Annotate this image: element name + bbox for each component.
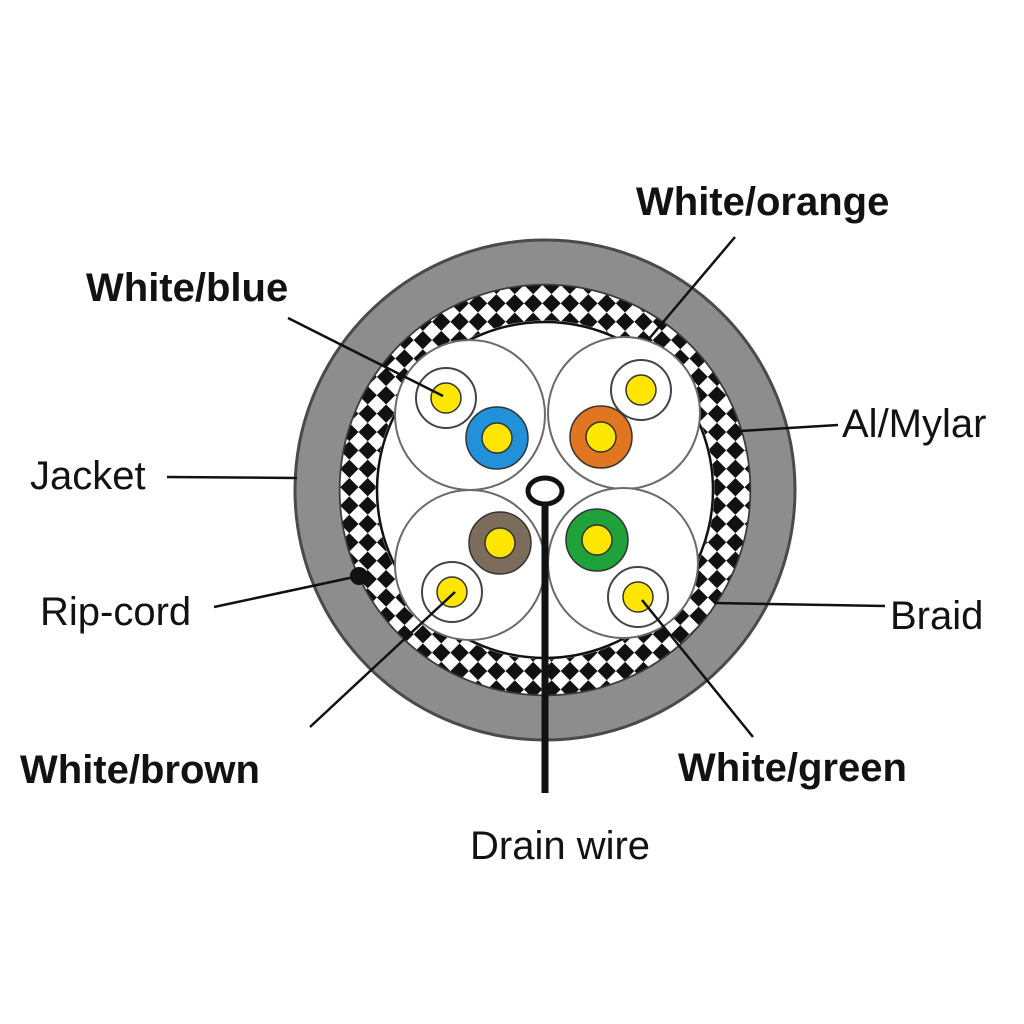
white-green-leader-line [641, 599, 754, 738]
white-brown-label: White/brown [20, 748, 260, 792]
al-mylar-label: Al/Mylar [842, 402, 987, 446]
rip-cord-label: Rip-cord [40, 590, 192, 634]
drain-wire [525, 475, 565, 507]
conductor-green [581, 524, 613, 556]
drain-wire-label: Drain wire [470, 824, 651, 868]
al-mylar-leader-line [739, 423, 839, 433]
white-blue-label: White/blue [86, 266, 289, 310]
conductor-white-of-brown-pair [436, 576, 468, 608]
white-orange-label: White/orange [636, 180, 890, 224]
white-blue-leader-line [287, 316, 444, 398]
jacket-label: Jacket [30, 454, 146, 498]
conductor-white-of-blue-pair [430, 382, 462, 414]
conductor-orange [585, 421, 617, 453]
jacket-leader-line [166, 475, 298, 480]
conductor-blue [481, 422, 513, 454]
conductor-brown [484, 527, 516, 559]
braid-leader-line [713, 601, 886, 608]
rip-cord-leader-line [213, 574, 360, 609]
white-orange-leader-line [647, 236, 736, 341]
conductor-white-of-orange-pair [625, 374, 657, 406]
braid-label: Braid [890, 594, 984, 638]
white-brown-leader-line [309, 591, 456, 728]
white-green-label: White/green [678, 746, 907, 790]
